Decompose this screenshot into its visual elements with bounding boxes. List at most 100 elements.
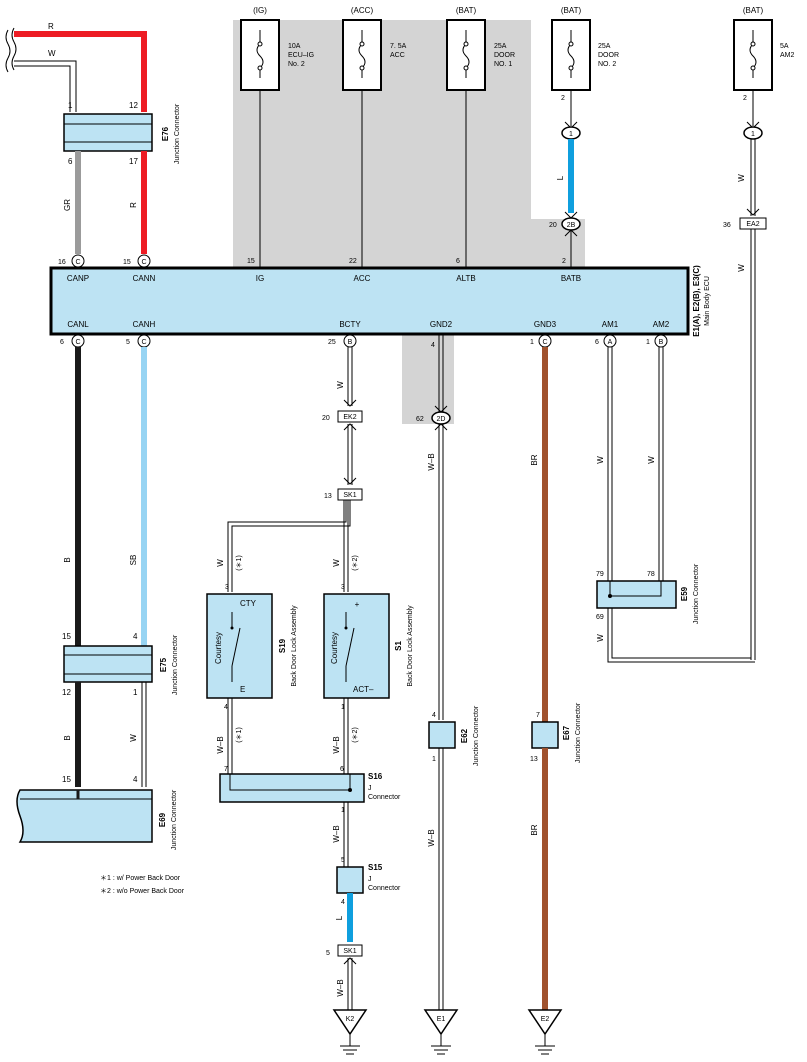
svg-text:R: R [129, 202, 138, 208]
svg-text:W: W [596, 456, 605, 464]
svg-text:W: W [596, 634, 605, 642]
svg-text:B: B [348, 339, 353, 346]
junction-connector-e67: 7 13 E67 Junction Connector [530, 702, 582, 763]
svg-text:5: 5 [126, 339, 130, 346]
svg-text:22: 22 [349, 258, 357, 265]
svg-text:2: 2 [561, 95, 565, 102]
svg-text:EK2: EK2 [343, 414, 356, 421]
svg-text:12: 12 [62, 688, 71, 697]
svg-text:(BAT): (BAT) [743, 6, 764, 15]
svg-text:CANP: CANP [67, 274, 89, 283]
svg-text:25: 25 [328, 339, 336, 346]
svg-text:25A: 25A [494, 43, 507, 50]
svg-text:(＊1): (＊1) [236, 555, 243, 571]
svg-text:4: 4 [341, 899, 345, 906]
svg-text:ECU–IG: ECU–IG [288, 52, 314, 59]
svg-text:CANL: CANL [67, 320, 89, 329]
svg-text:4: 4 [431, 342, 435, 349]
svg-text:79: 79 [596, 571, 604, 578]
svg-text:W: W [737, 174, 746, 182]
svg-text:BR: BR [530, 824, 539, 835]
svg-text:2: 2 [743, 95, 747, 102]
svg-text:DOOR: DOOR [494, 52, 515, 59]
svg-text:78: 78 [647, 571, 655, 578]
svg-text:W–B: W–B [427, 829, 436, 846]
svg-text:7: 7 [536, 712, 540, 719]
svg-text:No. 2: No. 2 [288, 61, 305, 68]
svg-text:6: 6 [340, 766, 344, 773]
svg-text:BATB: BATB [561, 274, 581, 283]
svg-text:(＊2): (＊2) [352, 555, 359, 571]
svg-text:6: 6 [60, 339, 64, 346]
svg-text:(BAT): (BAT) [456, 6, 477, 15]
svg-text:C: C [141, 259, 146, 266]
svg-text:Junction Connector: Junction Connector [693, 563, 700, 624]
svg-text:(＊2): (＊2) [352, 727, 359, 743]
svg-text:13: 13 [324, 493, 332, 500]
svg-text:(ACC): (ACC) [351, 6, 374, 15]
can-wires-top: R W [5, 22, 147, 112]
svg-text:W: W [129, 734, 138, 742]
svg-text:1: 1 [133, 688, 138, 697]
svg-text:GND3: GND3 [534, 320, 557, 329]
svg-text:(＊1): (＊1) [236, 727, 243, 743]
svg-text:15: 15 [62, 632, 71, 641]
junction-connector-s15: 5 S15 J Connector 4 [336, 857, 401, 906]
back-door-lock-assembly-s19: CTY Courtesy E S19 Back Door Lock Assemb… [206, 593, 298, 699]
svg-text:EA2: EA2 [746, 221, 759, 228]
svg-text:GR: GR [63, 199, 72, 211]
svg-text:5: 5 [341, 857, 345, 864]
svg-text:62: 62 [416, 416, 424, 423]
svg-text:W–B: W–B [332, 825, 341, 842]
svg-text:C: C [141, 339, 146, 346]
svg-text:C: C [75, 339, 80, 346]
svg-text:GND2: GND2 [430, 320, 453, 329]
svg-text:AM1: AM1 [602, 320, 619, 329]
svg-text:15: 15 [123, 259, 131, 266]
svg-text:25A: 25A [598, 43, 611, 50]
svg-text:CTY: CTY [240, 599, 257, 608]
svg-text:W: W [336, 381, 345, 389]
svg-text:B: B [659, 339, 664, 346]
svg-text:Courtesy: Courtesy [330, 632, 339, 664]
svg-text:Back Door Lock Assembly: Back Door Lock Assembly [407, 605, 414, 687]
ecu-internal-shade-bottom [402, 334, 454, 424]
svg-text:A: A [608, 339, 613, 346]
svg-text:20: 20 [322, 415, 330, 422]
svg-text:ACT–: ACT– [353, 685, 374, 694]
svg-text:SK1: SK1 [343, 492, 356, 499]
svg-text:W: W [647, 456, 656, 464]
svg-text:W–B: W–B [216, 736, 225, 753]
svg-text:S15: S15 [368, 863, 383, 872]
svg-text:W: W [737, 264, 746, 272]
svg-text:1: 1 [751, 131, 755, 138]
svg-text:+: + [355, 600, 360, 609]
svg-text:Main Body ECU: Main Body ECU [704, 276, 711, 326]
svg-text:17: 17 [129, 157, 138, 166]
svg-text:CANN: CANN [133, 274, 156, 283]
svg-text:NO. 2: NO. 2 [598, 61, 616, 68]
svg-text:1: 1 [569, 131, 573, 138]
svg-text:20: 20 [549, 222, 557, 229]
svg-text:ALTB: ALTB [456, 274, 475, 283]
svg-text:4: 4 [224, 704, 228, 711]
svg-text:15: 15 [62, 775, 71, 784]
svg-text:E62: E62 [460, 728, 469, 743]
ground-e1: E1 [423, 1009, 459, 1055]
fuse-am2: (BAT) 5A AM2 2 [733, 6, 795, 126]
svg-text:Back Door Lock Assembly: Back Door Lock Assembly [291, 605, 298, 687]
svg-text:4: 4 [133, 632, 138, 641]
junction-connector-e76: 1 12 6 17 E76 Junction Connector [63, 101, 181, 166]
junction-connector-e75: 15 4 12 1 E75 Junction Connector [62, 632, 179, 697]
svg-text:E1: E1 [437, 1016, 446, 1023]
svg-text:Junction Connector: Junction Connector [575, 702, 582, 763]
svg-text:7. 5A: 7. 5A [390, 43, 407, 50]
svg-text:5A: 5A [780, 43, 789, 50]
svg-text:NO. 1: NO. 1 [494, 61, 512, 68]
svg-text:C: C [75, 259, 80, 266]
svg-text:10A: 10A [288, 43, 301, 50]
svg-text:1: 1 [530, 339, 534, 346]
svg-text:E2: E2 [541, 1016, 550, 1023]
svg-text:W–B: W–B [427, 453, 436, 470]
